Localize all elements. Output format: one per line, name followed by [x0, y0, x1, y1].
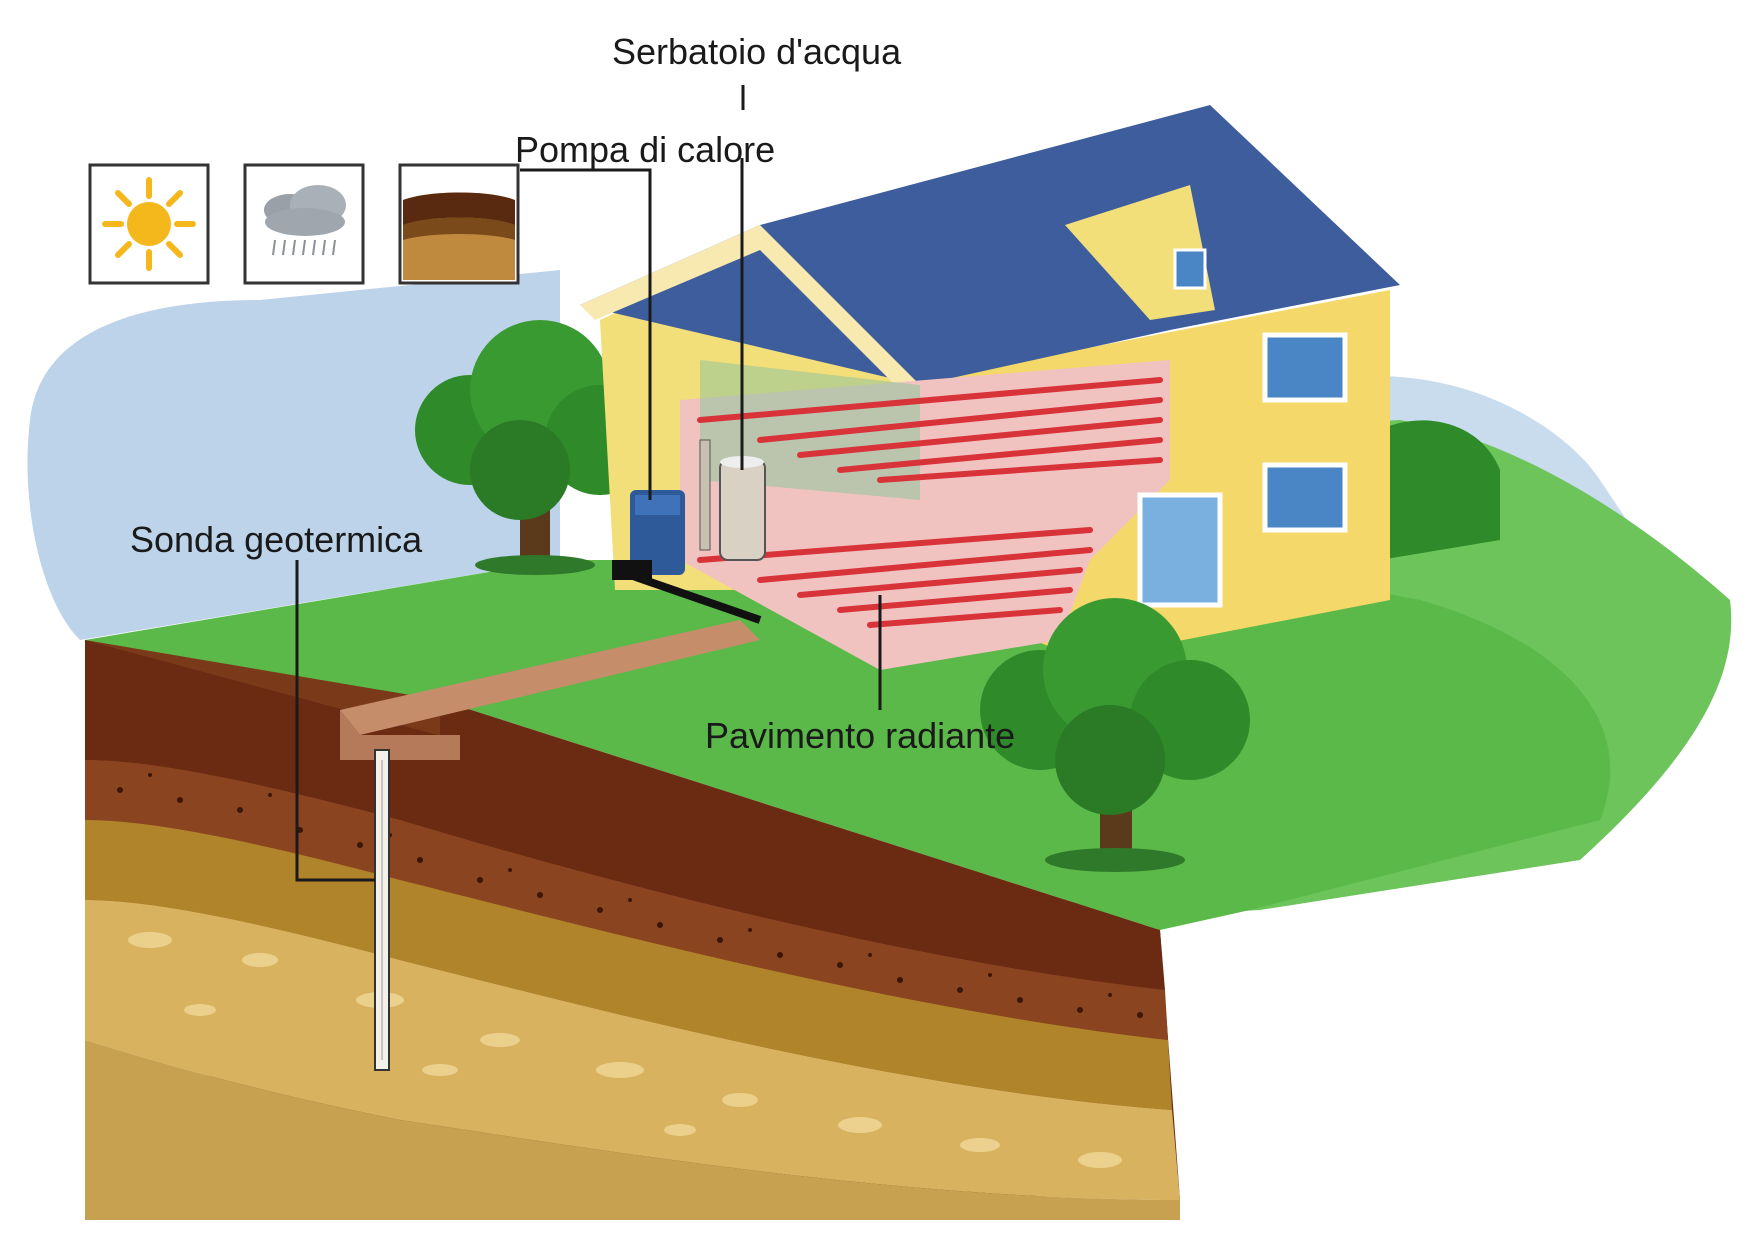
water-tank: [699, 439, 766, 561]
icon-rain-box: [243, 163, 365, 285]
rain-cloud-icon: [264, 185, 346, 256]
heat-pump-pipe: [628, 571, 762, 624]
grass-surface: [85, 560, 1611, 930]
pipe-trench: [340, 620, 760, 735]
label-heat-pump: Pompa di calore: [515, 129, 776, 170]
leader-probe: [295, 560, 375, 882]
label-geothermal-probe: Sonda geotermica: [130, 519, 423, 560]
soil-layer-deep: [85, 900, 1180, 1200]
sun-icon: [102, 177, 196, 271]
leader-lines: [295, 85, 882, 882]
radiant-pipe-lower: [697, 527, 1093, 628]
house-window-upper: [1262, 332, 1348, 403]
label-radiant-floor: Pavimento radiante: [705, 715, 1016, 756]
radiant-pipe-upper: [697, 377, 1163, 483]
house-roof-edge: [580, 225, 920, 390]
heat-pump-unit: [612, 490, 685, 580]
icon-soil-box: [398, 163, 520, 285]
house-window-lower: [1262, 462, 1348, 533]
label-water-tank: Serbatoio d'acqua: [612, 31, 902, 72]
soil-layer-dotted: [85, 760, 1168, 1040]
pipe-trench-face: [340, 710, 460, 760]
geothermal-probe: [374, 749, 390, 1071]
icon-sun-box: [88, 163, 210, 285]
tree-front: [980, 598, 1250, 872]
soil-layer-clay: [85, 820, 1172, 1110]
house: [580, 105, 1400, 670]
soil-texture: [117, 773, 1143, 1018]
house-roof: [580, 105, 1400, 385]
soil-layers-icon: [403, 192, 515, 280]
soil-layer-bottom: [85, 1040, 1180, 1220]
sky-background: [27, 270, 560, 640]
leader-heat-pump-2: [520, 168, 652, 500]
sand-texture: [128, 932, 1122, 1168]
hedge-right: [1380, 420, 1500, 560]
dormer-window: [1173, 248, 1207, 290]
house-door: [1137, 492, 1223, 608]
